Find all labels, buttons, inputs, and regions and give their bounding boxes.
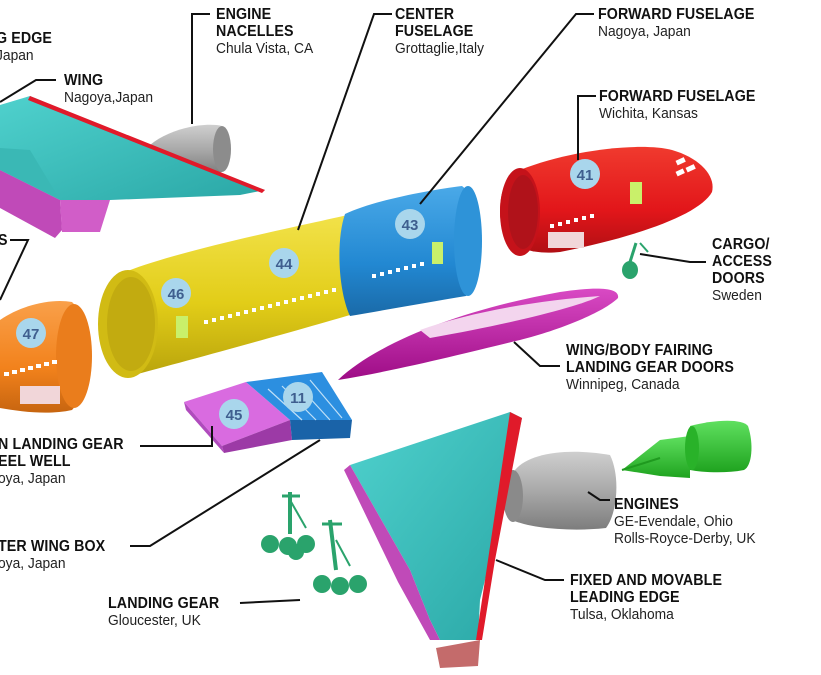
engine-nacelles-label: ENGINE NACELLES Chula Vista, CA <box>216 6 322 57</box>
fairing <box>338 288 619 380</box>
engine-nacelles-title-1: ENGINE <box>216 6 272 23</box>
section-41-label: 41 <box>577 167 594 184</box>
nose-landing-gear-icon <box>622 242 649 279</box>
engines-title: ENGINES <box>614 496 679 513</box>
section-43-label: 43 <box>402 217 419 234</box>
section-11-label: 11 <box>290 390 306 407</box>
fuselage-section-43 <box>339 186 482 316</box>
fuselage-section-44-46 <box>98 214 360 378</box>
main-landing-gear-label: N LANDING GEAR EEL WELL oya, Japan <box>0 436 135 487</box>
wing-body-fairing-title-2: LANDING GEAR DOORS <box>566 359 735 376</box>
left-partial-label: S <box>0 232 8 249</box>
center-fuselage-label: CENTER FUSELAGE Grottaglie,Italy <box>395 6 492 57</box>
landing-gear-label: LANDING GEAR Gloucester, UK <box>108 595 229 629</box>
landing-gear-location: Gloucester, UK <box>108 612 201 629</box>
forward-fuselage-nagoya-location: Nagoya, Japan <box>598 23 691 40</box>
fuselage-section-47 <box>0 300 92 413</box>
center-wing-box-label: TER WING BOX oya, Japan <box>0 538 115 572</box>
wing-body-fairing-title-1: WING/BODY FAIRING <box>566 342 714 359</box>
wing-part <box>0 96 265 238</box>
trailing-edge-label: G EDGE Japan <box>0 30 57 64</box>
leading-edge-label: FIXED AND MOVABLE LEADING EDGE Tulsa, Ok… <box>570 572 735 623</box>
main-landing-gear-title-2: EEL WELL <box>0 453 71 470</box>
forward-fuselage-wichita-title: FORWARD FUSELAGE <box>599 88 756 105</box>
cargo-doors-title-1: CARGO/ <box>712 236 770 253</box>
leading-edge-location: Tulsa, Oklahoma <box>570 606 674 623</box>
wing-location: Nagoya,Japan <box>64 89 154 106</box>
leader-lines <box>0 13 706 604</box>
main-landing-gear-title-1: N LANDING GEAR <box>0 436 124 453</box>
main-landing-gear-location: oya, Japan <box>0 470 66 487</box>
nose-section-41 <box>500 146 713 256</box>
center-wing-box-location: oya, Japan <box>0 555 66 572</box>
section-47-label: 47 <box>23 326 40 343</box>
wing-body-fairing-location: Winnipeg, Canada <box>566 376 680 393</box>
wing-title: WING <box>64 72 104 89</box>
leading-edge <box>344 412 522 668</box>
forward-fuselage-wichita-location: Wichita, Kansas <box>599 105 698 122</box>
wing-label: WING Nagoya,Japan <box>64 72 161 106</box>
forward-fuselage-wichita-label: FORWARD FUSELAGE Wichita, Kansas <box>599 88 769 122</box>
leading-edge-title-2: LEADING EDGE <box>570 589 680 606</box>
landing-gear-icon <box>261 492 367 595</box>
cargo-doors-location: Sweden <box>712 287 762 304</box>
forward-fuselage-nagoya-label: FORWARD FUSELAGE Nagoya, Japan <box>598 6 768 40</box>
forward-fuselage-nagoya-title: FORWARD FUSELAGE <box>598 6 755 23</box>
leading-edge-title-1: FIXED AND MOVABLE <box>570 572 723 589</box>
section-44-label: 44 <box>276 256 293 273</box>
center-fuselage-location: Grottaglie,Italy <box>395 40 484 57</box>
engine-nacelles-title-2: NACELLES <box>216 23 294 40</box>
section-45-label: 45 <box>226 407 243 424</box>
engine-nacelle-lower <box>503 451 617 530</box>
cargo-doors-title-2: ACCESS <box>712 253 772 270</box>
engine-nacelles-location: Chula Vista, CA <box>216 40 314 57</box>
wing-body-fairing-label: WING/BODY FAIRING LANDING GEAR DOORS Win… <box>566 342 749 393</box>
left-partial-title: S <box>0 232 8 249</box>
center-fuselage-title-1: CENTER <box>395 6 455 23</box>
engines-location-1: GE-Evendale, Ohio <box>614 513 733 530</box>
cargo-doors-label: CARGO/ ACCESS DOORS Sweden <box>712 236 777 304</box>
engines-label: ENGINES GE-Evendale, Ohio Rolls-Royce-De… <box>614 496 768 547</box>
wing-box <box>184 372 352 453</box>
cargo-doors-title-3: DOORS <box>712 270 765 287</box>
center-fuselage-title-2: FUSELAGE <box>395 23 474 40</box>
engines-location-2: Rolls-Royce-Derby, UK <box>614 530 756 547</box>
engine-core-icon <box>621 420 752 478</box>
center-wing-box-title: TER WING BOX <box>0 538 106 555</box>
trailing-edge-location: Japan <box>0 47 34 64</box>
landing-gear-title: LANDING GEAR <box>108 595 220 612</box>
section-46-label: 46 <box>168 286 185 303</box>
trailing-edge-title: G EDGE <box>0 30 53 47</box>
